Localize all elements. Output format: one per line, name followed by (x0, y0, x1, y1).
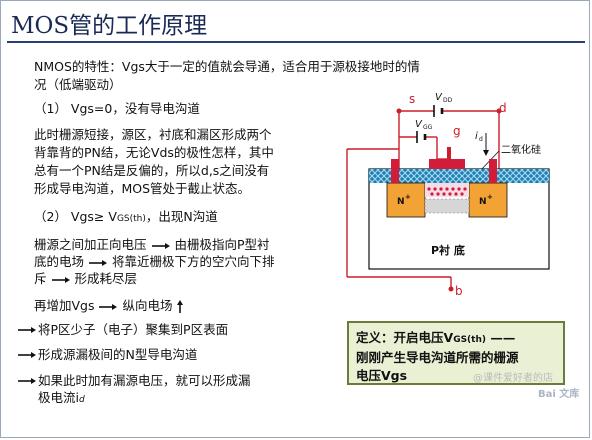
arrow-up-icon (177, 299, 184, 313)
vgg-battery-icon (416, 131, 427, 143)
section1-line: 此时栅源短接，源区，衬底和漏区形成两个 (34, 127, 272, 142)
substrate-label: P衬 底 (431, 243, 465, 257)
channel-electrons (427, 187, 467, 196)
vdd-sub: DD (443, 97, 453, 104)
section1-line: 背靠背的PN结，无论Vds的极性怎样，其中 (34, 145, 274, 160)
p2-text-b: 将靠近栅极下方的空穴向下排 (111, 254, 275, 269)
watermark-shop: @课件爱好者的店 (473, 373, 553, 384)
p3-text-b: 形成耗尽层 (74, 271, 137, 286)
arrow-right-icon (18, 327, 36, 333)
drain-node (496, 108, 502, 114)
definition-line-3: 电压Vgs (356, 368, 408, 383)
n-plus-left: N (397, 197, 405, 207)
arrow-right-icon (151, 242, 170, 249)
p4-text-a: 再增加Vgs (34, 298, 95, 313)
body-node (448, 286, 454, 292)
title-divider (7, 41, 585, 43)
p3-text-a: 斥 (34, 271, 47, 286)
vgg-label: V (415, 119, 423, 130)
n-plus-right-sign: + (487, 193, 493, 201)
watermark-baidu: Bai (538, 389, 556, 400)
definition-line-1: 定义：开启电压VGS(th) —— (356, 329, 562, 349)
arrow-right-icon (89, 259, 107, 266)
n-region-source (386, 182, 426, 218)
id-arrow-icon (483, 133, 489, 156)
section1-heading: （1） Vgs=0，没有导电沟道 (34, 101, 200, 116)
p1-text-a: 栅源之间加正向电压 (34, 237, 147, 252)
section2-heading-sub: GS(th) (116, 214, 146, 224)
definition-box: 定义：开启电压VGS(th) —— 刚刚产生导电沟道所需的栅源 电压Vgs (347, 321, 565, 385)
arrow-right-icon (51, 276, 70, 283)
section2-heading: （2） Vgs≥ VGS(th)，出现N沟道 (34, 208, 218, 228)
p4-text-b: 纵向电场 (122, 298, 173, 313)
page-title: MOS管的工作原理 (11, 13, 208, 39)
nmos-diagram: s d g b V DD V GG i d 二氧化硅 (346, 92, 550, 298)
id-sub: d (479, 136, 483, 143)
intro-line-1: NMOS的特性：Vgs大于一定的值就会导通，适合用于源极接地时的情 (34, 59, 420, 74)
arrow-right-icon (99, 303, 118, 310)
section1-line: 形成导电沟道，MOS管处于截止状态。 (34, 181, 251, 196)
oxide-label: 二氧化硅 (501, 143, 541, 156)
gate-lead (447, 147, 451, 159)
p1-text-b: 由栅极指向P型衬 (174, 237, 270, 252)
oxide-layer (369, 169, 549, 183)
arrow-right-icon (18, 352, 36, 358)
id-label: i (475, 131, 478, 142)
section2-para-7a: 如果此时加有漏源电压，就可以形成漏 (38, 373, 251, 388)
watermark-wenku: 文库 (559, 389, 580, 400)
vgg-sub: GG (423, 124, 433, 131)
section2-para-2: 底的电场 将靠近栅极下方的空穴向下排 (34, 253, 275, 270)
p7-text-sub: d (78, 395, 85, 405)
depletion-layer (424, 198, 470, 214)
body-label: b (455, 284, 463, 298)
source-contact (391, 159, 399, 183)
definition-line-2: 刚刚产生导电沟道所需的栅源 (356, 350, 519, 365)
gate-electrode (429, 159, 465, 169)
definition-line-1-sub: GS(th) (453, 335, 486, 345)
arrow-right-icon (18, 378, 36, 384)
vdd-label: V (435, 92, 443, 103)
section2-para-5: 将P区少子（电子）聚集到P区表面 (38, 322, 229, 337)
drain-contact (489, 159, 497, 183)
section2-heading-text: （2） Vgs≥ V (34, 209, 117, 224)
n-plus-left-sign: + (405, 193, 411, 201)
definition-line-1-b: —— (486, 330, 516, 345)
section2-para-4: 再增加Vgs 纵向电场 (34, 297, 184, 314)
section2-heading-tail: ，出现N沟道 (145, 209, 218, 224)
definition-text: 定义：开启电压VGS(th) —— 刚刚产生导电沟道所需的栅源 电压Vgs (356, 329, 562, 385)
section2-para-7b: 极电流id (38, 389, 85, 409)
section2-para-3: 斥 形成耗尽层 (34, 270, 137, 287)
watermark-baidu-logo: Bai 文库 (538, 385, 579, 400)
section2-para-6: 形成源漏极间的N型导电沟道 (38, 347, 198, 362)
vdd-battery-icon (433, 105, 444, 117)
drain-label: d (499, 101, 507, 115)
source-label: s (409, 92, 415, 106)
intro-line-2: 况（低端驱动） (34, 77, 122, 92)
section2-para-1: 栅源之间加正向电压 由栅极指向P型衬 (34, 236, 270, 253)
source-node (396, 108, 402, 114)
definition-line-1-a: 定义：开启电压V (356, 330, 454, 345)
p7-text-b: 极电流i (38, 390, 79, 405)
section1-line: 总有一个PN结是反偏的，所以d,s之间没有 (34, 163, 270, 178)
gate-label: g (453, 124, 461, 138)
p2-text-a: 底的电场 (34, 254, 85, 269)
n-plus-right: N (479, 197, 487, 207)
